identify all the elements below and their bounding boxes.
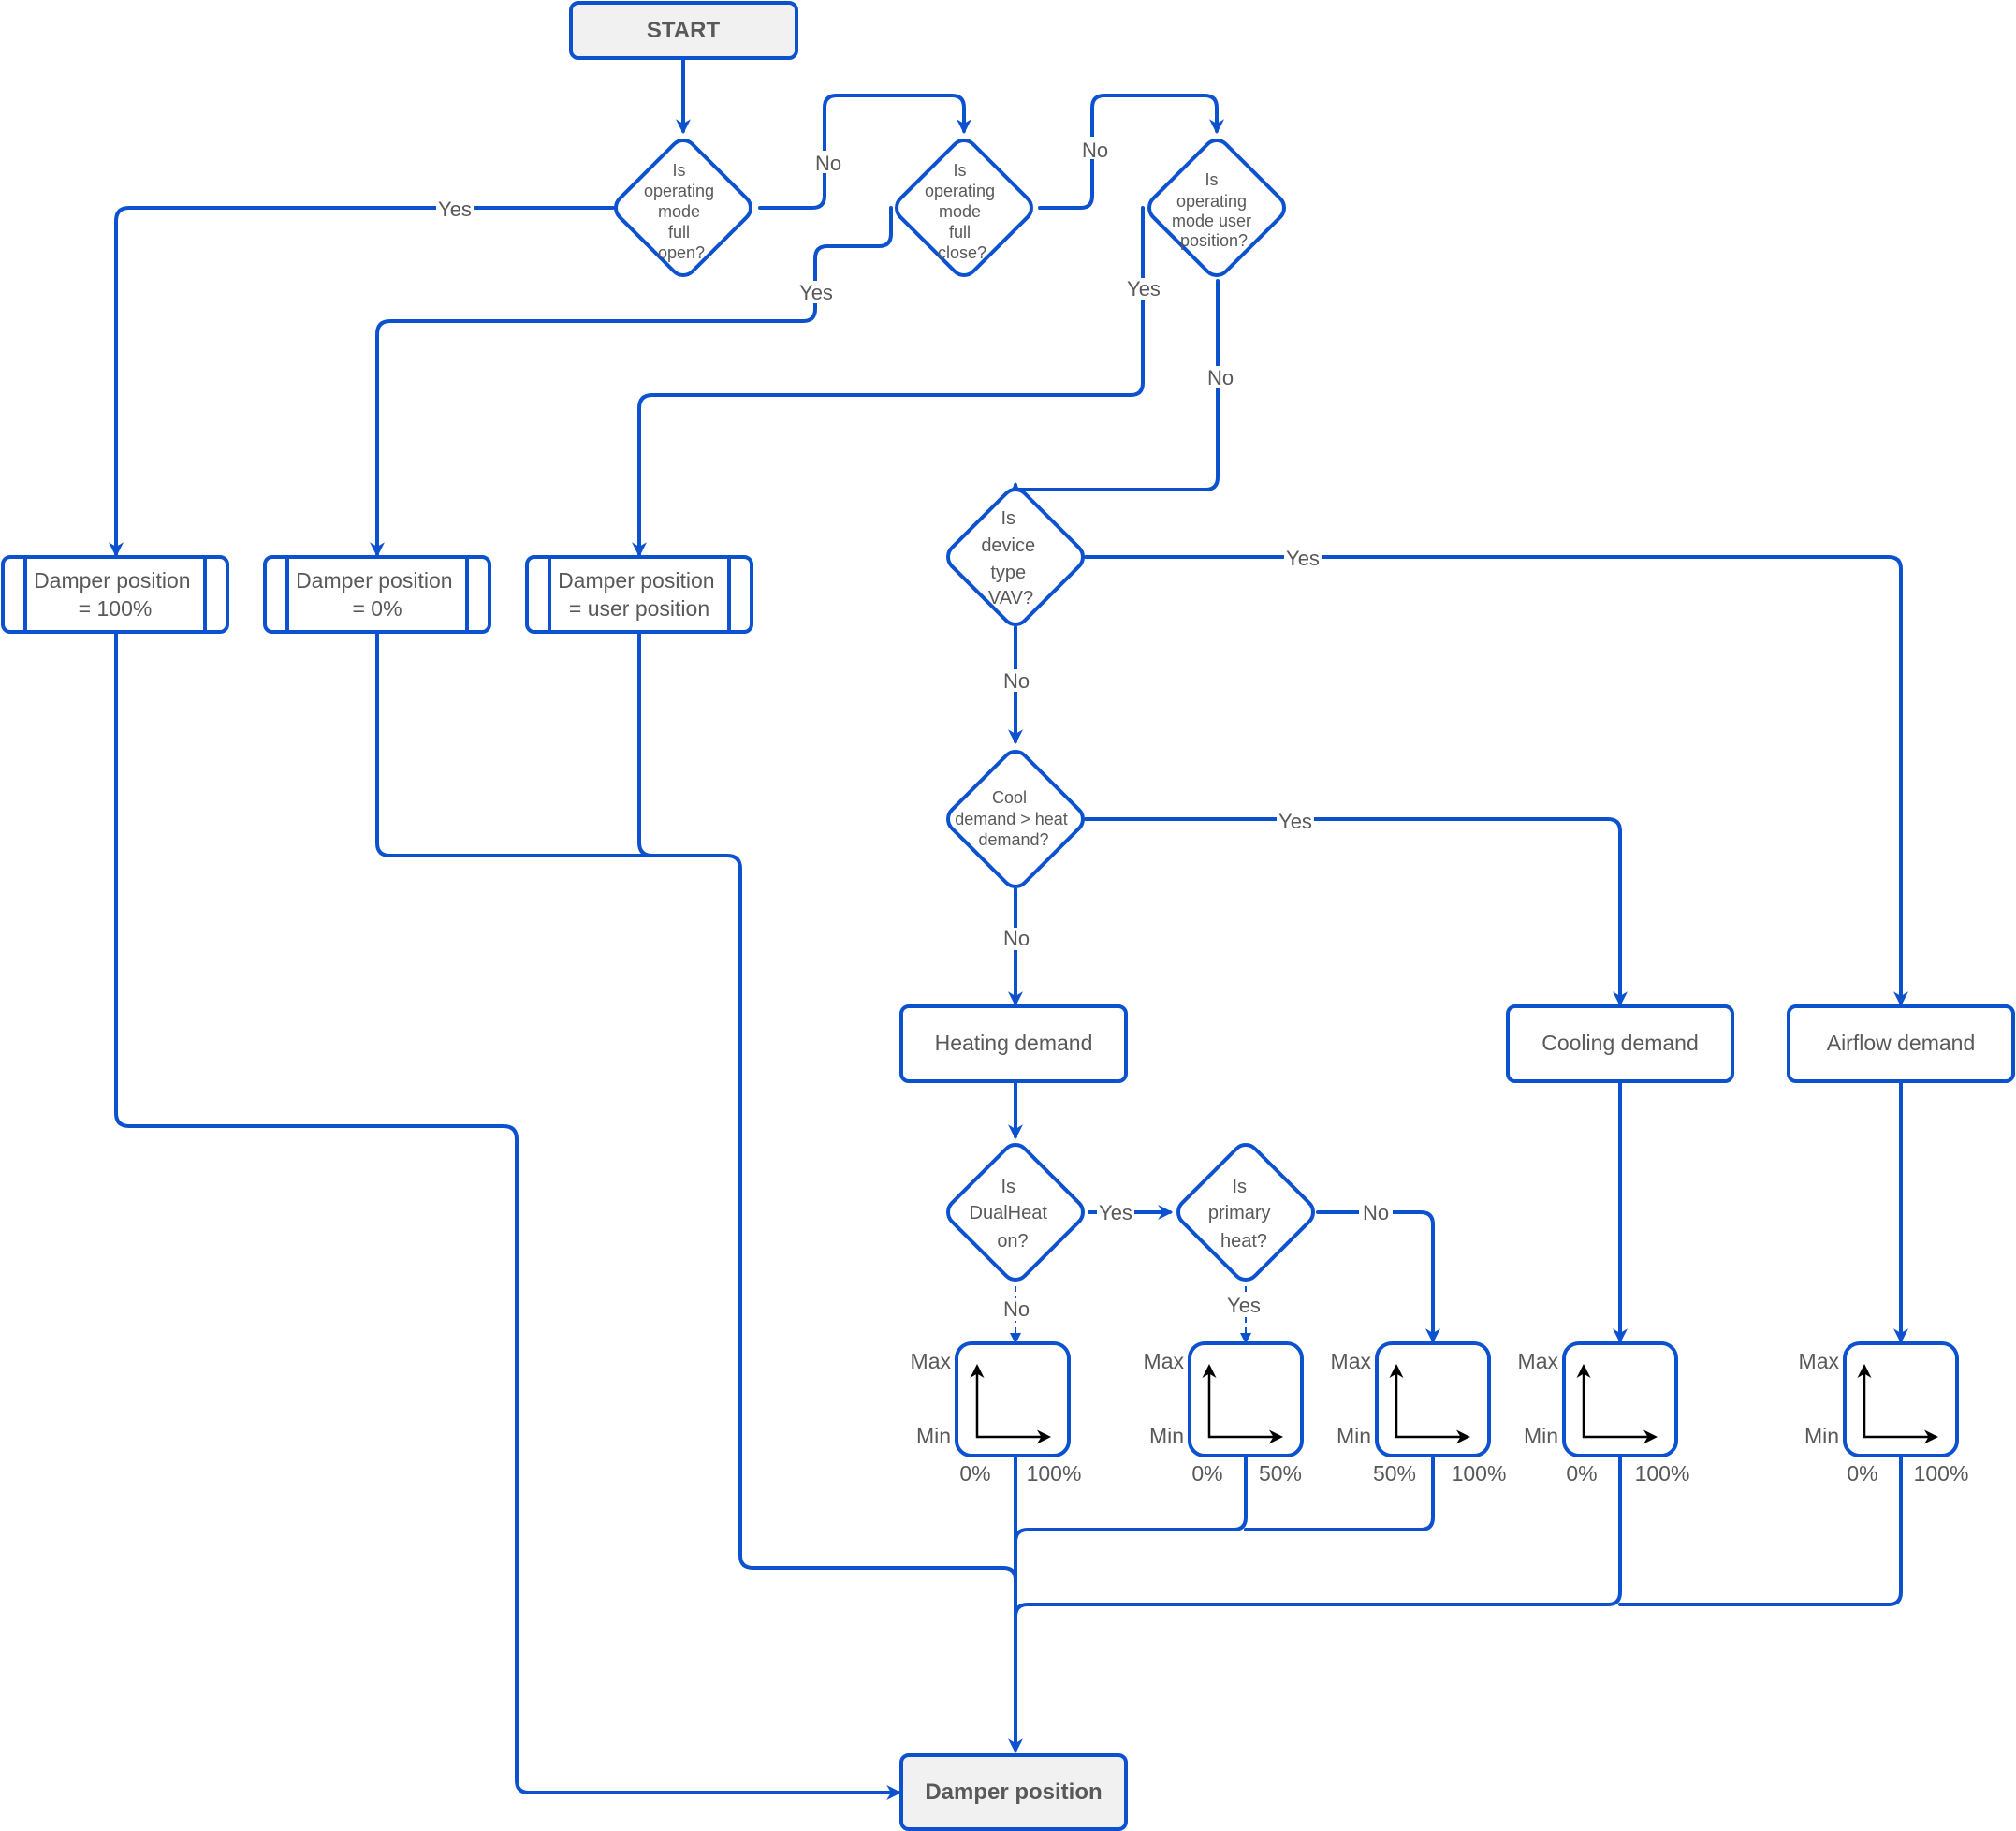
svg-text:Damper position = 100%: Damper position = 100% (34, 568, 197, 621)
svg-text:Is device type: Is device type VAV? (981, 508, 1040, 608)
chart-heat-primary: Max Min 0% 50% (1144, 1341, 1304, 1486)
start-node: START (569, 1, 798, 60)
edge-q7-no (1316, 1210, 1440, 1344)
process-damper-100: Damper position = 100% (1, 555, 229, 634)
edge-q3-yes (632, 206, 1145, 558)
start-label: START (647, 18, 721, 43)
process-heating-demand: Heating demand (899, 1004, 1128, 1083)
chart-min-label: Min (1804, 1424, 1839, 1448)
label-q4-no: No (1003, 669, 1030, 693)
label-q7-no: No (1363, 1201, 1389, 1224)
label-q5-yes: Yes (1278, 810, 1312, 833)
chart-min-label: Min (1149, 1424, 1184, 1448)
chart-airflow: Max Min 0% 100% (1799, 1341, 1969, 1486)
svg-text:Is operating mode: Is operating mode full open? (644, 161, 719, 262)
decision-cool-gt-heat: Cool demand > heat demand? (946, 750, 1085, 888)
chart-x-start: 0% (1566, 1461, 1597, 1486)
label-q2-yes: Yes (799, 281, 833, 304)
svg-text:Is operating mode: Is operating mode user position? (1172, 170, 1256, 250)
chart-x-end: 100% (1027, 1461, 1082, 1486)
edge-q4-yes (1084, 555, 1908, 1007)
label-q7-yes: Yes (1227, 1294, 1261, 1317)
edge-damperuser-end (637, 632, 654, 857)
edge-q1-yes (109, 206, 615, 558)
svg-text:Is primary heat?: Is primary heat? (1208, 1177, 1276, 1252)
chart-cooling: Max Min 0% 100% (1518, 1341, 1690, 1486)
end-node: Damper position (899, 1753, 1128, 1831)
chart-x-start: 0% (1847, 1461, 1877, 1486)
edge-chart3-end (1244, 1455, 1435, 1531)
chart-heat-secondary: Max Min 50% 100% (1331, 1341, 1507, 1486)
end-label: Damper position (925, 1780, 1102, 1805)
chart-max-label: Max (1144, 1349, 1185, 1373)
decision-dualheat: Is DualHeat on? (946, 1143, 1085, 1282)
chart-x-end: 100% (1914, 1461, 1969, 1486)
decision-full-close: Is operating mode full close? (895, 139, 1033, 277)
chart-x-start: 50% (1373, 1461, 1416, 1486)
edge-damper0-end (375, 632, 1017, 1582)
process-damper-user: Damper position = user position (525, 555, 753, 634)
edge-chart4-end (1014, 1455, 1622, 1619)
connectors (109, 57, 1908, 1800)
edge-chart2-end (1014, 1455, 1248, 1544)
process-damper-0: Damper position = 0% (263, 555, 491, 634)
decision-device-vav: Is device type VAV? (946, 488, 1085, 626)
label-q5-no: No (1003, 927, 1030, 950)
edge-damper100-end (114, 632, 902, 1800)
edge-q1-no (758, 94, 971, 210)
edge-q3-no (1008, 279, 1220, 497)
chart-heat-single: Max Min 0% 100% (911, 1341, 1082, 1486)
chart-x-end: 100% (1452, 1461, 1507, 1486)
chart-x-end: 100% (1635, 1461, 1690, 1486)
process-cooling-demand: Cooling demand (1506, 1004, 1734, 1083)
svg-text:Cool demand > heat: Cool demand > heat demand? (955, 788, 1073, 849)
label-q3-no: No (1207, 366, 1234, 389)
chart-max-label: Max (1799, 1349, 1840, 1373)
svg-text:Heating demand: Heating demand (935, 1031, 1093, 1055)
chart-min-label: Min (1524, 1424, 1558, 1448)
svg-text:Damper position = 0%: Damper position = 0% (296, 568, 459, 621)
svg-text:Damper position = user p: Damper position = user position (558, 568, 721, 621)
decision-primary-heat: Is primary heat? (1176, 1143, 1315, 1282)
svg-text:Airflow demand: Airflow demand (1827, 1031, 1976, 1055)
label-q4-yes: Yes (1286, 547, 1320, 570)
edge-q2-yes (370, 206, 893, 558)
label-q3-yes: Yes (1127, 277, 1161, 300)
chart-max-label: Max (911, 1349, 952, 1373)
edge-q2-no (1038, 94, 1224, 210)
svg-text:Is operating mode: Is operating mode full close? (925, 161, 1000, 262)
label-q6-no: No (1003, 1297, 1030, 1321)
chart-min-label: Min (916, 1424, 951, 1448)
decision-full-open: Is operating mode full open? (614, 139, 752, 277)
chart-max-label: Max (1331, 1349, 1372, 1373)
chart-x-end: 50% (1259, 1461, 1302, 1486)
chart-x-start: 0% (1191, 1461, 1222, 1486)
label-q2-no: No (1082, 139, 1108, 162)
chart-min-label: Min (1337, 1424, 1371, 1448)
edge-q5-yes (1084, 817, 1628, 1007)
decision-user-position: Is operating mode user position? (1147, 139, 1286, 277)
label-q6-yes: Yes (1099, 1201, 1132, 1224)
chart-x-start: 0% (959, 1461, 990, 1486)
edge-chart5-end (1618, 1455, 1903, 1606)
edge-labels: Yes No Yes No Yes No Yes No Yes No Yes N… (436, 137, 1393, 1321)
label-q1-yes: Yes (438, 198, 472, 221)
chart-max-label: Max (1518, 1349, 1559, 1373)
svg-text:Cooling demand: Cooling demand (1541, 1031, 1699, 1055)
label-q1-no: No (815, 152, 841, 175)
svg-text:Is DualHeat on?: Is DualHeat on? (970, 1177, 1053, 1252)
process-airflow-demand: Airflow demand (1787, 1004, 2015, 1083)
